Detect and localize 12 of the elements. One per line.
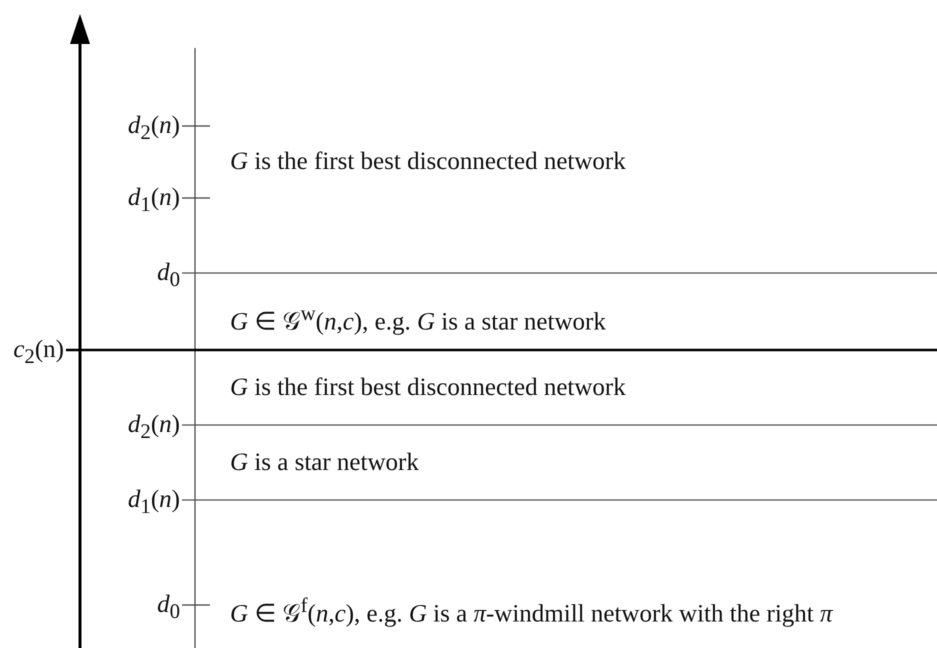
axis-label: c$_{2}$(n) — [13, 335, 64, 370]
tick-label: d$_{1}$(n) — [128, 485, 180, 520]
tick-label: d$_{1}$(n) — [128, 183, 180, 218]
region-text: G ∈ 𝒢$^{w}$(n,c), e.g. G is a star network — [230, 300, 606, 338]
region-text: G is a star network — [230, 448, 419, 478]
tick-label: d$_{2}$(n) — [128, 111, 180, 146]
tick-label: d$_{0}$ — [157, 258, 180, 293]
region-text: G is the first best disconnected network — [230, 147, 626, 177]
tick-label: d$_{0}$ — [157, 590, 180, 625]
region-text: G ∈ 𝒢$^{f}$(n,c), e.g. G is a π-windmill network with the right π — [230, 592, 832, 630]
tick-label: d$_{2}$(n) — [128, 410, 180, 445]
region-text: G is the first best disconnected network — [230, 373, 626, 403]
